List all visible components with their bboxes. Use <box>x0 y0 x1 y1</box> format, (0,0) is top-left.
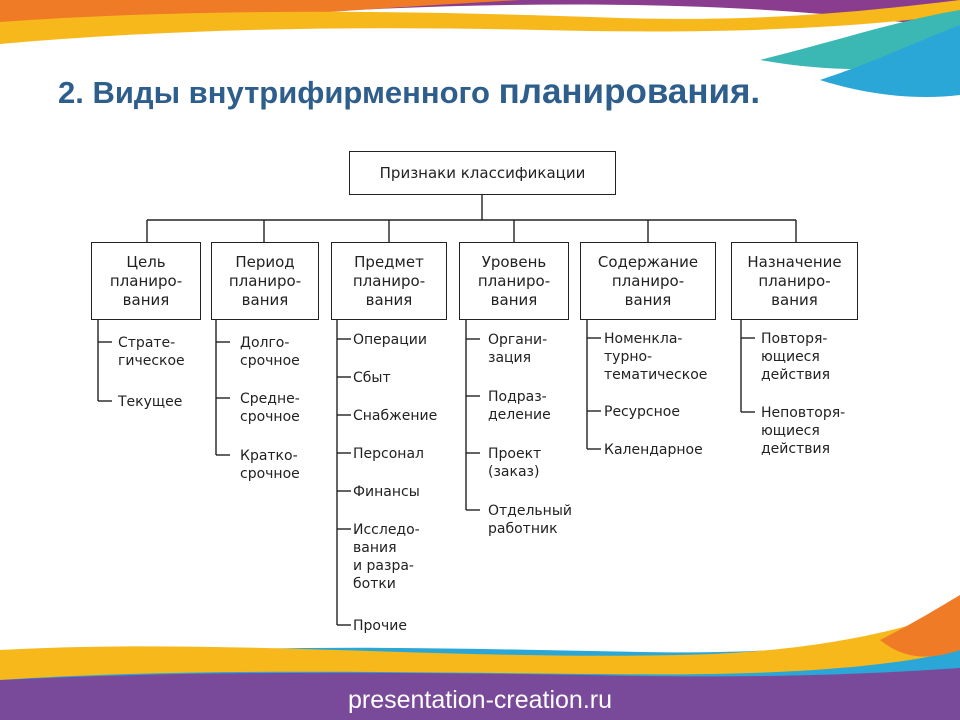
item-period-short: Кратко- срочное <box>240 448 300 482</box>
item-subject-other: Прочие <box>353 618 407 634</box>
item-purpose-repeating: Повторя- ющиеся действия <box>761 331 831 383</box>
item-subject-finance: Финансы <box>353 484 420 500</box>
title-part-1: 2. Виды внутрифирменного <box>58 75 499 110</box>
item-subject-operations: Операции <box>353 332 427 348</box>
item-content-nomenclature: Номенкла- турно- тематическое <box>604 331 708 383</box>
bottom-wave-orange <box>880 595 960 657</box>
category-subject: Предмет планиро- вания <box>331 242 447 320</box>
category-goal: Цель планиро- вания <box>91 242 201 320</box>
item-subject-research: Исследо- вания и разра- ботки <box>353 522 420 592</box>
item-content-resource: Ресурсное <box>604 404 680 420</box>
top-wave-orange <box>0 0 520 38</box>
item-purpose-nonrepeating: Неповторя- ющиеся действия <box>761 405 846 457</box>
title-part-2: планирования. <box>498 72 761 111</box>
item-content-calendar: Календарное <box>604 442 703 458</box>
item-level-worker: Отдельный работник <box>488 503 572 537</box>
item-period-long: Долго- срочное <box>240 335 300 369</box>
item-subject-supply: Снабжение <box>353 408 438 424</box>
item-level-division: Подраз- деление <box>488 389 551 423</box>
slide-title: 2. Виды внутрифирменного планирования. <box>58 72 760 112</box>
item-subject-staff: Персонал <box>353 446 424 462</box>
item-goal-strategic: Страте- гическое <box>118 335 185 369</box>
footer-band <box>0 668 960 720</box>
category-purpose: Назначение планиро- вания <box>731 242 858 320</box>
top-wave-blue <box>820 25 960 98</box>
item-level-project: Проект (заказ) <box>488 446 542 480</box>
root-node: Признаки классификации <box>349 151 616 195</box>
footer-site: presentation-creation.ru <box>347 686 613 714</box>
top-wave-yellow <box>0 0 960 44</box>
bottom-wave-yellow <box>0 610 960 680</box>
item-period-mid: Средне- срочное <box>240 391 300 425</box>
category-content: Содержание планиро- вания <box>580 242 716 320</box>
item-subject-sales: Сбыт <box>353 370 391 386</box>
category-period: Период планиро- вания <box>211 242 319 320</box>
category-level: Уровень планиро- вания <box>459 242 569 320</box>
item-level-organization: Органи- зация <box>488 332 548 366</box>
item-goal-current: Текущее <box>118 394 183 410</box>
